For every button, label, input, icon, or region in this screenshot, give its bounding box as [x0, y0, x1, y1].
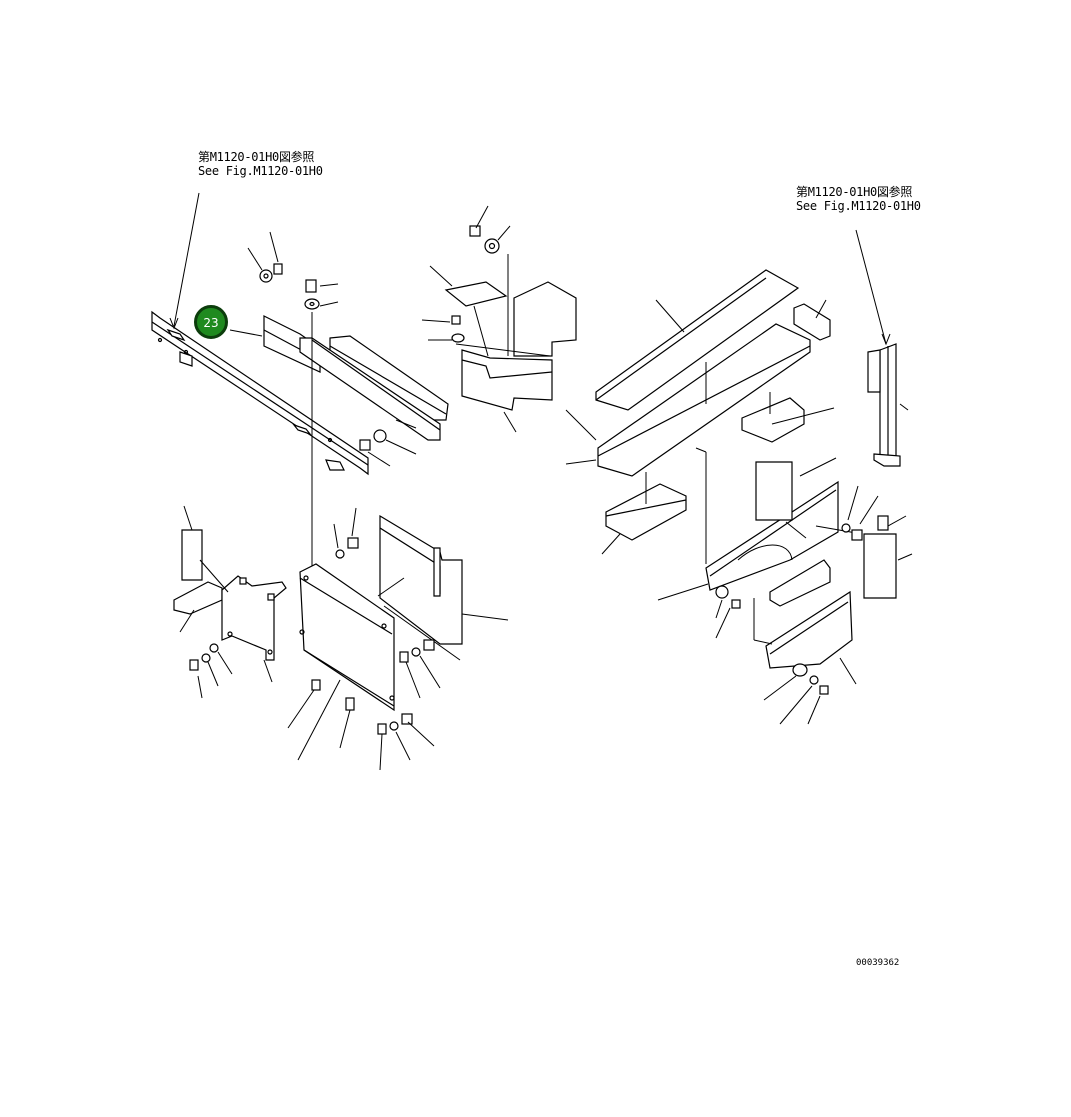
left-cushion-channel	[299, 335, 449, 441]
left-long-rail	[151, 310, 369, 476]
reference-note-left: 第M1120-01H0図参照 See Fig.M1120-01H0	[198, 150, 323, 178]
right-vertical-post	[867, 343, 909, 467]
right-lower-plate	[657, 457, 913, 685]
part-callout-label: 23	[203, 316, 219, 330]
left-lower-bracket	[173, 505, 287, 683]
fasteners-left-top	[247, 231, 417, 467]
reference-note-right-line2: See Fig.M1120-01H0	[796, 199, 921, 213]
center-lower-panel	[299, 514, 509, 712]
drawing-number: 00039362	[856, 958, 900, 968]
reference-note-right: 第M1120-01H0図参照 See Fig.M1120-01H0	[796, 185, 921, 213]
reference-note-left-line1: 第M1120-01H0図参照	[198, 150, 315, 164]
left-lower-fasteners	[189, 643, 233, 699]
center-top-bracket	[421, 205, 597, 441]
center-cushion-channel	[565, 269, 835, 564]
right-fasteners	[715, 485, 879, 725]
center-lower-fasteners	[287, 507, 441, 771]
reference-note-left-line2: See Fig.M1120-01H0	[198, 164, 323, 178]
part-callout-23[interactable]: 23	[194, 305, 228, 339]
reference-note-right-line1: 第M1120-01H0図参照	[796, 185, 913, 199]
